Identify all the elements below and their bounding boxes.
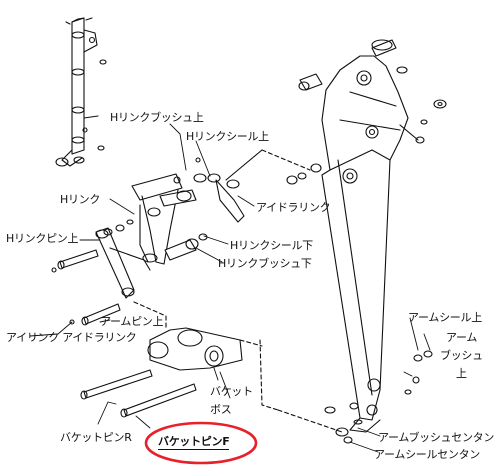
label-arm-bush-upper-3: 上 bbox=[456, 367, 467, 380]
h-link-assembly bbox=[51, 149, 263, 331]
highlight-ring bbox=[144, 421, 258, 465]
label-h-link-bush-upper: Hリンクブッシュ上 bbox=[110, 111, 204, 124]
leader-lines bbox=[29, 123, 431, 453]
label-bucket-boss-1: バケット bbox=[210, 385, 253, 398]
label-arm-bush-center: アームブッシュセンタン bbox=[378, 431, 494, 444]
bucket-pin-group bbox=[80, 327, 263, 418]
label-i-link-idler-link: アイリンク アイドラリンク bbox=[6, 331, 137, 344]
label-bucket-boss-2: ボス bbox=[210, 403, 232, 416]
label-arm-pin-upper: アームピン上 bbox=[100, 315, 164, 328]
label-h-link-pin-upper: Hリンクピン上 bbox=[6, 232, 79, 245]
label-h-link-bush-lower: Hリンクブッシュ下 bbox=[218, 257, 312, 270]
label-bucket-pin-f: バケットピンF bbox=[158, 435, 230, 450]
label-h-link-seal-upper: Hリンクシール上 bbox=[186, 130, 269, 143]
label-arm-bush-upper-1: アーム bbox=[446, 331, 478, 344]
label-h-link-seal-lower: Hリンクシール下 bbox=[230, 239, 313, 252]
label-arm-seal-center: アームシールセンタン bbox=[374, 448, 481, 461]
label-bucket-pin-r: バケットピンR bbox=[60, 431, 132, 444]
arm-boom bbox=[259, 39, 447, 444]
label-arm-seal-upper: アームシール上 bbox=[408, 311, 482, 324]
label-idler-link-upper: アイドラリンク bbox=[256, 201, 331, 214]
label-h-link: Hリンク bbox=[60, 193, 101, 206]
cylinder-rod bbox=[55, 17, 107, 167]
label-arm-bush-upper-2: ブッシュ bbox=[440, 349, 483, 362]
